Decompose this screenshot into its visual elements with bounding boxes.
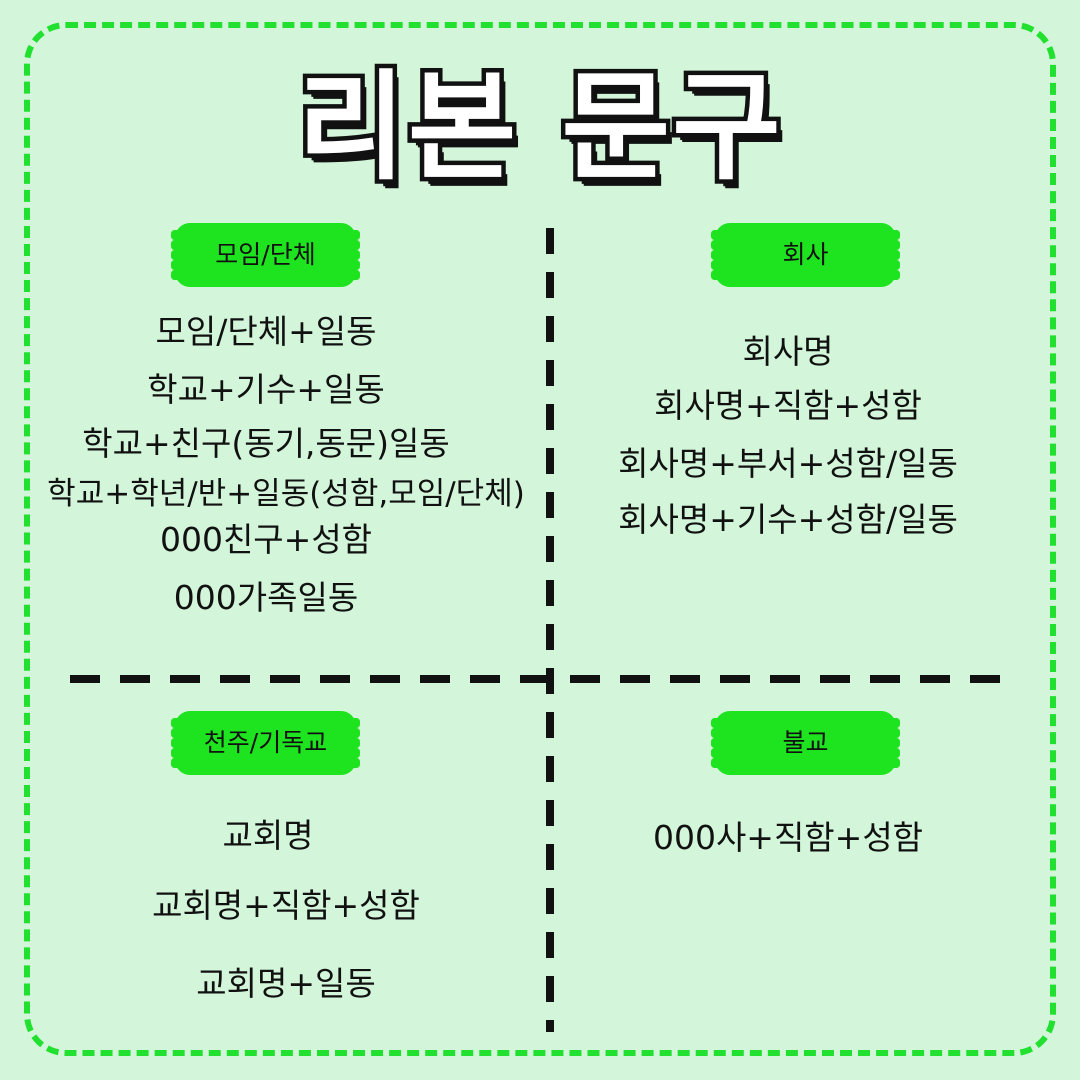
list-item: 000사+직함+성함 xyxy=(652,818,924,857)
dashed-border-frame xyxy=(24,22,1056,1056)
vertical-divider xyxy=(546,228,554,1032)
list-item: 000친구+성함 xyxy=(159,520,373,559)
badge-buddhism: 불교 xyxy=(711,714,900,772)
list-item: 000가족일동 xyxy=(173,578,359,617)
list-item: 학교+학년/반+일동(성함,모임/단체) xyxy=(47,476,525,512)
badge-group: 모임/단체 xyxy=(171,226,360,284)
badge-company: 회사 xyxy=(711,226,900,284)
list-item: 회사명 xyxy=(742,332,834,371)
list-item: 교회명+일동 xyxy=(196,964,376,1003)
list-item: 학교+친구(동기,동문)일동 xyxy=(82,424,450,463)
list-item: 회사명+기수+성함/일동 xyxy=(618,500,958,539)
list-item: 모임/단체+일동 xyxy=(155,312,377,351)
badge-church: 천주/기독교 xyxy=(171,714,360,772)
horizontal-divider xyxy=(70,675,1020,683)
list-item: 회사명+부서+성함/일동 xyxy=(618,444,958,483)
list-item: 교회명+직함+성함 xyxy=(152,886,420,925)
list-item: 교회명 xyxy=(222,816,314,855)
list-item: 학교+기수+일동 xyxy=(147,370,385,409)
page-title: 리본 문구 xyxy=(293,54,785,201)
list-item: 회사명+직함+성함 xyxy=(654,386,922,425)
